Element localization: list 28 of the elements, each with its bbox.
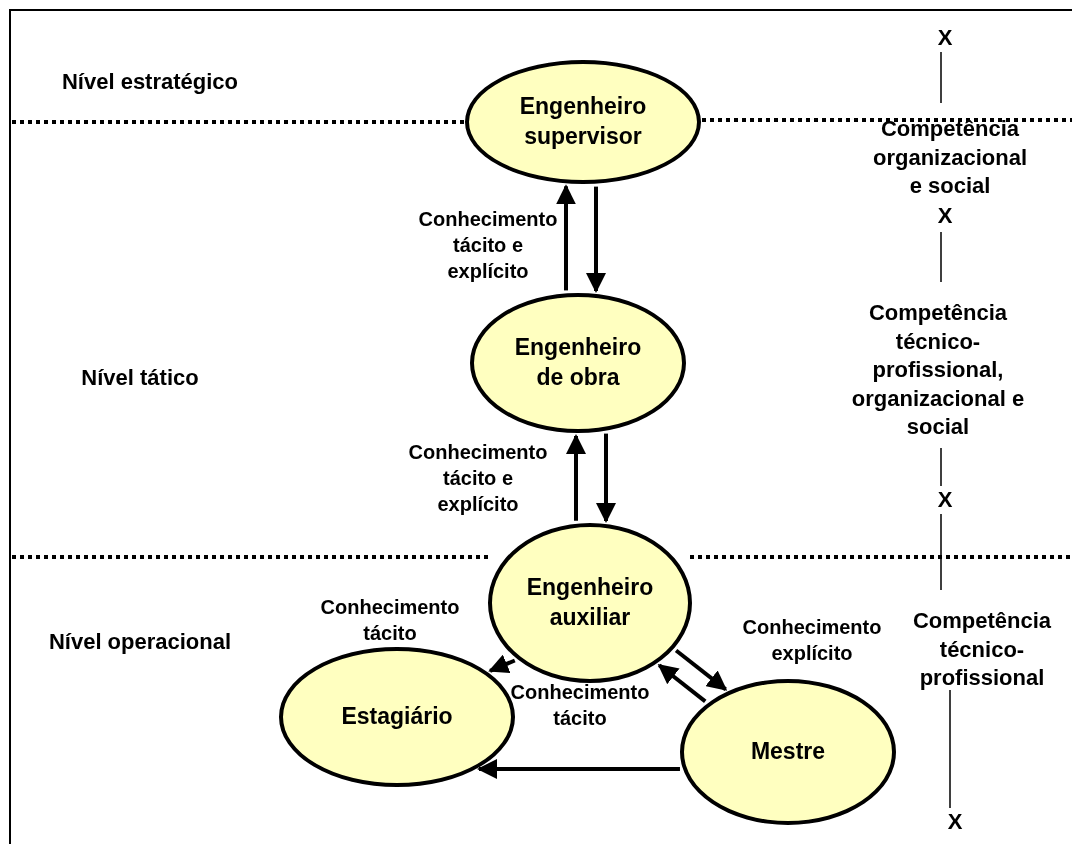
level-label: Competência técnico-profissional (911, 607, 1053, 693)
role-name: Engenheiro auxiliar (525, 573, 655, 632)
edge-label: Conhecimento explícito (741, 615, 883, 666)
arrow (586, 186, 606, 293)
edge-label: Conhecimento tácito e explícito (407, 440, 549, 517)
level-label: Nível tático (80, 363, 200, 392)
level-label: X (936, 23, 954, 52)
level-label: X (936, 485, 954, 514)
level-label: Nível estratégico (60, 67, 240, 96)
level-label: X (946, 807, 964, 836)
level-label: Nível operacional (47, 627, 233, 656)
arrow (556, 184, 576, 291)
arrow (477, 759, 680, 779)
edge-label: Conhecimento tácito (509, 680, 651, 731)
arrow (488, 654, 516, 674)
arrow (674, 648, 728, 691)
level-label: X (936, 201, 954, 230)
edge-label: Conhecimento tácito e explícito (417, 207, 559, 284)
edge-label: Conhecimento tácito (319, 595, 461, 646)
arrow (657, 663, 707, 703)
role-name: Engenheiro de obra (513, 333, 643, 392)
level-label: Competência organizacional e social (871, 115, 1028, 201)
role-name: Engenheiro supervisor (518, 92, 648, 151)
level-label: Competência técnico-profissional, organizacional e social (850, 298, 1026, 441)
arrow (596, 433, 616, 523)
arrow (566, 434, 586, 521)
role-name: Mestre (749, 737, 827, 767)
role-name: Estagiário (340, 702, 454, 732)
